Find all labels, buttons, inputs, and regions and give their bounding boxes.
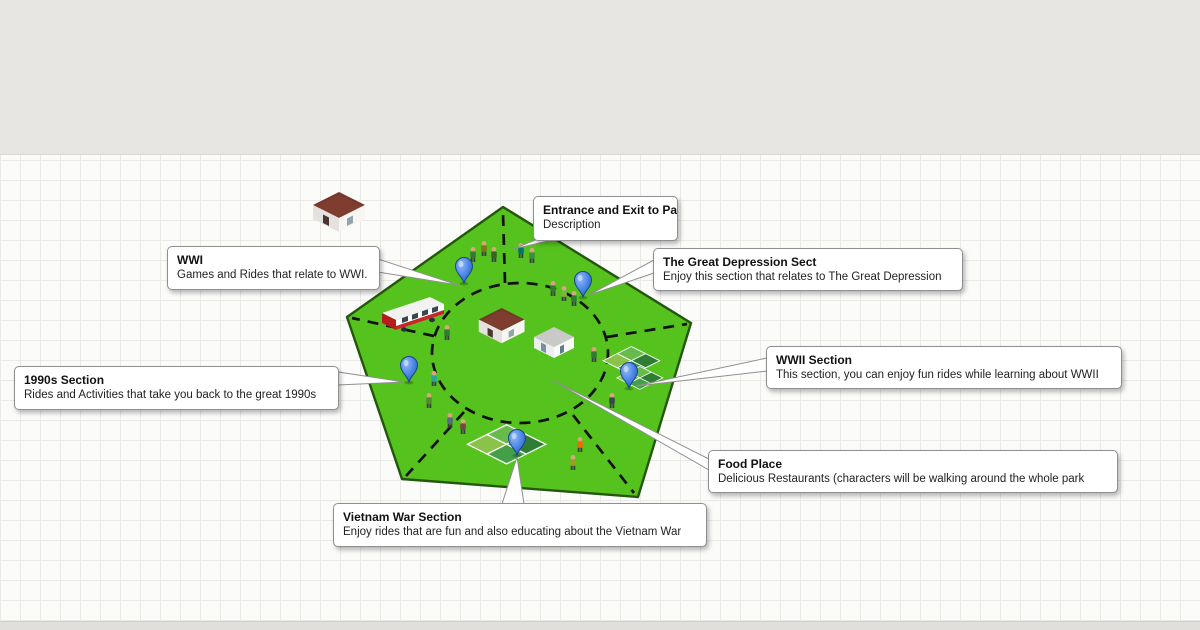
callout-description: Games and Rides that relate to WWI. (177, 269, 368, 281)
callout-tails (337, 238, 768, 505)
canvas-top-margin (0, 0, 1200, 155)
callout-title: Food Place (718, 457, 783, 471)
callout-title: WWII Section (776, 353, 852, 367)
callout-1990s[interactable]: 1990s Section Rides and Activities that … (14, 366, 339, 410)
callout-title: The Great Depression Sect (663, 255, 817, 269)
callout-wwi[interactable]: WWI Games and Rides that relate to WWI. (167, 246, 380, 290)
callout-wwii[interactable]: WWII Section This section, you can enjoy… (766, 346, 1122, 389)
canvas-bottom-margin (0, 621, 1200, 630)
callout-description: Description (543, 219, 601, 231)
callout-description: Delicious Restaurants (characters will b… (718, 473, 1085, 485)
callout-entrance[interactable]: Entrance and Exit to Pa Description (533, 196, 678, 241)
callout-title: WWI (177, 253, 203, 267)
callout-description: Rides and Activities that take you back … (24, 389, 317, 401)
callout-title: Vietnam War Section (343, 510, 462, 524)
callout-description: This section, you can enjoy fun rides wh… (776, 369, 1099, 381)
callout-title: Entrance and Exit to Pa (543, 203, 678, 217)
callout-description: Enjoy rides that are fun and also educat… (343, 526, 682, 538)
callout-vietnam[interactable]: Vietnam War Section Enjoy rides that are… (333, 503, 707, 547)
bus-icon[interactable] (382, 297, 444, 332)
callout-description: Enjoy this section that relates to The G… (663, 271, 942, 283)
house-icon[interactable] (313, 192, 365, 232)
callout-great-depression[interactable]: The Great Depression Sect Enjoy this sec… (653, 248, 963, 291)
callout-title: 1990s Section (24, 373, 105, 387)
callout-food-place[interactable]: Food Place Delicious Restaurants (charac… (708, 450, 1118, 493)
